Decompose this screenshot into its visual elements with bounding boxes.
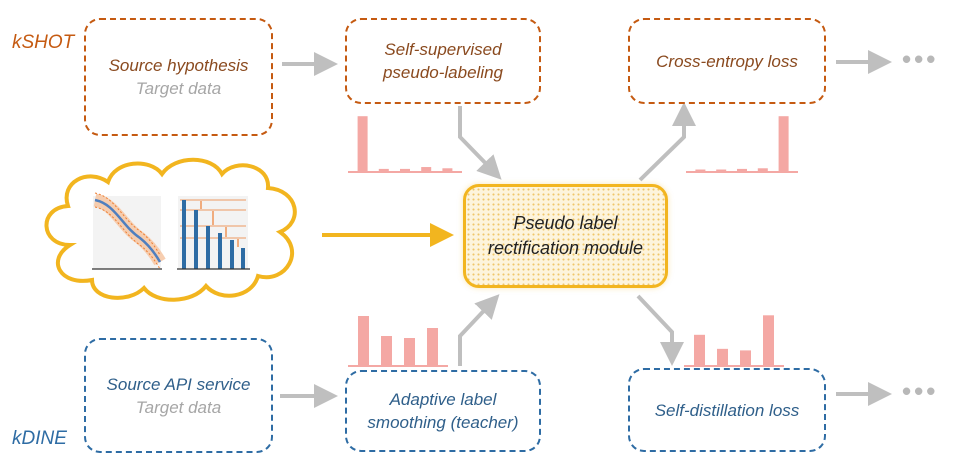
- self-supervised-box: Self-supervised pseudo-labeling: [345, 18, 541, 104]
- module-label-line1: Pseudo label: [513, 213, 618, 233]
- histogram-bar-bottom-left: [381, 336, 392, 366]
- cross-entropy-label: Cross-entropy loss: [656, 51, 798, 71]
- arrow-selfsupervised-to-module: [458, 106, 502, 180]
- source-api-label: Source API service: [106, 374, 251, 394]
- arrow-module-to-crossentropy: [638, 102, 696, 182]
- histogram-bar-top-left: [378, 168, 389, 172]
- arrow-module-to-distillation: [636, 294, 684, 366]
- ellipsis-bottom: •••: [902, 376, 939, 406]
- self-distillation-box: Self-distillation loss: [628, 368, 826, 452]
- histogram-bar-top-left: [357, 116, 368, 172]
- histogram-bar-top-right: [716, 169, 727, 172]
- cross-entropy-box: Cross-entropy loss: [628, 18, 826, 104]
- arrow-adaptive-to-module: [458, 294, 500, 366]
- histogram-bar-top-right: [778, 116, 789, 172]
- histogram-bar-top-right: [695, 169, 706, 172]
- histogram-bar-bottom-left: [427, 328, 438, 366]
- adaptive-smoothing-box: Adaptive label smoothing (teacher): [345, 370, 541, 452]
- histogram-bar-top-left: [421, 167, 432, 172]
- source-hypothesis-label: Source hypothesis: [108, 56, 249, 75]
- pseudo-label-rectification-module: Pseudo label rectification module: [463, 184, 668, 288]
- kdine-label: kDINE: [12, 428, 67, 449]
- target-data-label-bottom: Target data: [135, 397, 222, 417]
- knowledge-cloud: [44, 157, 297, 302]
- histogram-layer: [348, 116, 798, 367]
- histogram-bar-bottom-left: [404, 338, 415, 366]
- histogram-bar-top-right: [737, 168, 747, 172]
- histogram-bar-bottom-right: [694, 334, 705, 366]
- adaptive-label: Adaptive label: [389, 390, 497, 409]
- histogram-bar-bottom-left: [358, 316, 369, 366]
- ellipsis-top: •••: [902, 44, 939, 74]
- module-label-line2: rectification module: [487, 238, 644, 258]
- self-distillation-label: Self-distillation loss: [654, 400, 800, 420]
- histogram-bar-top-right: [757, 168, 768, 172]
- histogram-bar-bottom-right: [717, 348, 728, 366]
- source-hypothesis-box: Source hypothesis Target data: [84, 18, 273, 136]
- kshot-label: kSHOT: [12, 32, 75, 53]
- pseudo-labeling-label: pseudo-labeling: [382, 63, 504, 82]
- histogram-bar-bottom-right: [763, 315, 774, 366]
- source-api-box: Source API service Target data: [84, 338, 273, 453]
- histogram-bar-top-left: [400, 168, 410, 172]
- histogram-bar-bottom-right: [740, 350, 751, 366]
- target-data-label: Target data: [135, 79, 222, 98]
- smoothing-teacher-label: smoothing (teacher): [367, 413, 519, 432]
- self-supervised-label: Self-supervised: [384, 40, 502, 59]
- histogram-bar-top-left: [442, 168, 453, 172]
